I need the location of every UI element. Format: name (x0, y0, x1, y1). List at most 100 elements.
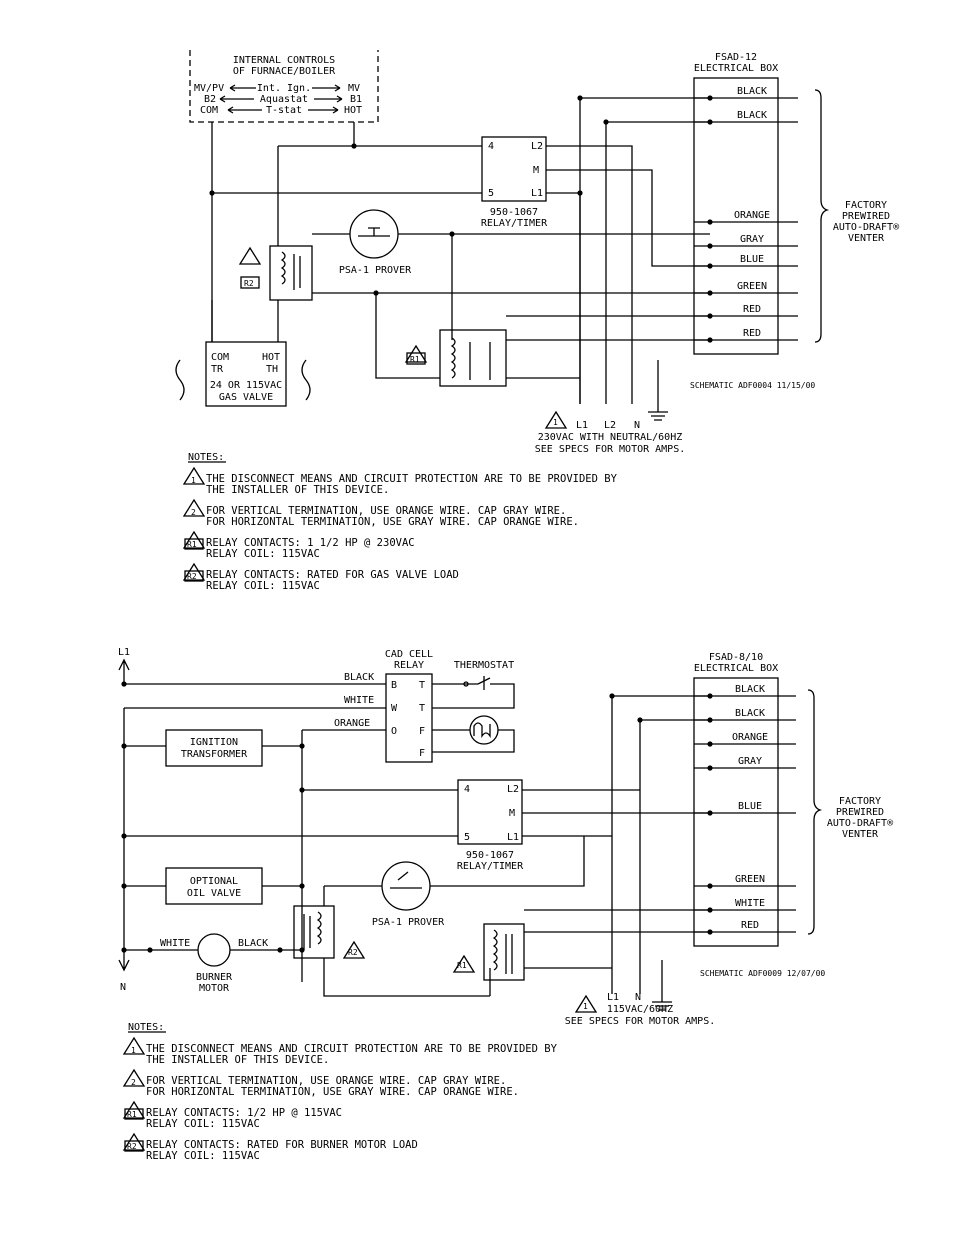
wire-color-label: GRAY (738, 756, 762, 767)
optional-oil-valve: OPTIONAL OIL VALVE (165, 867, 263, 905)
cad-w: W (391, 703, 398, 714)
supply-top: 1 L1 L2 N 230VAC WITH NEUTRAL/60HZ SEE S… (535, 410, 685, 455)
supply-bot-line2: SEE SPECS FOR MOTOR AMPS. (565, 1016, 716, 1027)
note-mark: R1 (127, 1110, 137, 1119)
cad-t1: T (419, 680, 425, 691)
wire-node (707, 95, 713, 101)
note-line: RELAY CONTACTS: RATED FOR GAS VALVE LOAD (206, 569, 459, 581)
gv-com: COM (211, 352, 229, 363)
rt-bot-5: 5 (464, 832, 470, 843)
wire-color-label: ORANGE (732, 732, 768, 743)
note-triangle (182, 562, 206, 581)
fsad12-electrical-box: FSAD-12 ELECTRICAL BOX BLACKBLACKORANGEG… (693, 52, 900, 355)
wire-color-label: RED (743, 304, 761, 315)
lead-white: WHITE (344, 695, 374, 706)
wire-color-label: BLACK (737, 86, 767, 97)
note-mark: R1 (187, 540, 197, 549)
rt-bot-l1: L1 (507, 832, 519, 843)
note-triangle (182, 498, 206, 517)
wire-node (707, 883, 713, 889)
note-triangle (122, 1100, 146, 1119)
bottom-n: N (120, 982, 126, 993)
note-line: FOR HORIZONTAL TERMINATION, USE GRAY WIR… (206, 516, 579, 528)
note-mark-box (124, 1140, 144, 1152)
motor-black: BLACK (238, 938, 268, 949)
note-line: RELAY COIL: 115VAC (206, 580, 320, 592)
schematic-id-bottom: SCHEMATIC ADF0009 12/07/00 (700, 969, 825, 978)
note-line: THE DISCONNECT MEANS AND CIRCUIT PROTECT… (146, 1043, 558, 1055)
supply-top-n: N (634, 420, 640, 431)
box-bot-title1: FSAD-8/10 (709, 652, 763, 663)
notes-top-title: NOTES: (188, 452, 224, 463)
ignition-label2: TRANSFORMER (181, 749, 248, 760)
wire-color-label: BLACK (737, 110, 767, 121)
venter-bot-2: PREWIRED (836, 807, 884, 818)
wire-node (707, 810, 713, 816)
bottom-schematic: L1 N BLACK WHITE ORANGE CAD CELL RELAY B… (118, 647, 894, 1162)
cad-f1: F (419, 726, 425, 737)
relay-timer-top: 4 5 L2 M L1 950-1067 RELAY/TIMER (481, 136, 548, 229)
note-line: RELAY CONTACTS: RATED FOR BURNER MOTOR L… (146, 1139, 418, 1151)
lead-orange: ORANGE (334, 718, 370, 729)
note-mark: 2 (131, 1078, 136, 1087)
relay-r2-top: R2 (238, 245, 313, 301)
lead-black: BLACK (344, 672, 374, 683)
note-line: THE DISCONNECT MEANS AND CIRCUIT PROTECT… (206, 473, 618, 485)
supply-bottom: 1 L1 N 115VAC/60HZ SEE SPECS FOR MOTOR A… (565, 992, 716, 1027)
cad-b: B (391, 680, 397, 691)
wire-color-label: ORANGE (734, 210, 770, 221)
venter-top-2: PREWIRED (842, 211, 890, 222)
supply-bot-mark: 1 (583, 1002, 588, 1011)
gas-valve: COM TR HOT TH 24 OR 115VAC GAS VALVE (175, 300, 311, 407)
r2-top-mark: R2 (244, 279, 254, 288)
gv-tr: TR (211, 364, 224, 375)
bottom-l1: L1 (118, 647, 130, 658)
wire-color-label: GRAY (740, 234, 764, 245)
rt-top-m: M (533, 165, 539, 176)
rt-bot-m: M (509, 808, 515, 819)
rt-bot-label1: 950-1067 (466, 850, 514, 861)
burner-motor: WHITE BLACK BURNER MOTOR (160, 933, 268, 994)
note-line: RELAY CONTACTS: 1/2 HP @ 115VAC (146, 1107, 342, 1119)
wire-node (707, 741, 713, 747)
note-mark: R2 (127, 1142, 137, 1151)
rt-top-l1: L1 (531, 188, 543, 199)
rt-bot-label2: RELAY/TIMER (457, 861, 524, 872)
box-bot-title2: ELECTRICAL BOX (694, 663, 778, 674)
prover-bot-label: PSA-1 PROVER (372, 917, 445, 928)
psa1-prover-top: PSA-1 PROVER (339, 209, 412, 276)
wire-node (707, 717, 713, 723)
supply-bot-line1: 115VAC/60HZ (607, 1004, 673, 1015)
rt-bot-l2: L2 (507, 784, 519, 795)
note-line: FOR VERTICAL TERMINATION, USE ORANGE WIR… (206, 505, 566, 517)
wire-color-label: GREEN (735, 874, 765, 885)
gv-hot: HOT (262, 352, 280, 363)
motor-label1: BURNER (196, 972, 233, 983)
venter-bot-1: FACTORY (839, 796, 881, 807)
relay-r1-bottom: R1 (452, 923, 525, 981)
note-mark-box (184, 538, 204, 550)
note-triangle (182, 466, 206, 485)
wire-node (707, 219, 713, 225)
ic-row1-left: MV/PV (194, 83, 224, 94)
psa1-prover-bottom: PSA-1 PROVER (372, 861, 445, 928)
venter-top-3: AUTO-DRAFT® (833, 222, 900, 233)
ic-row2-mid: Aquastat (260, 94, 308, 105)
note-line: RELAY COIL: 115VAC (146, 1118, 260, 1130)
box-top-title2: ELECTRICAL BOX (694, 63, 778, 74)
schematic-id-top: SCHEMATIC ADF0004 11/15/00 (690, 381, 815, 390)
ic-row3-right: HOT (344, 105, 362, 116)
cad-t2: T (419, 703, 425, 714)
rt-bot-4: 4 (464, 784, 470, 795)
motor-label2: MOTOR (199, 983, 230, 994)
note-mark: 2 (191, 508, 196, 517)
venter-top-1: FACTORY (845, 200, 887, 211)
rt-top-5: 5 (488, 188, 494, 199)
oil-label2: OIL VALVE (187, 888, 241, 899)
motor-white: WHITE (160, 938, 190, 949)
wire-node (707, 907, 713, 913)
rt-top-4: 4 (488, 141, 494, 152)
notes-bot-title: NOTES: (128, 1022, 164, 1033)
note-triangle (122, 1068, 146, 1087)
